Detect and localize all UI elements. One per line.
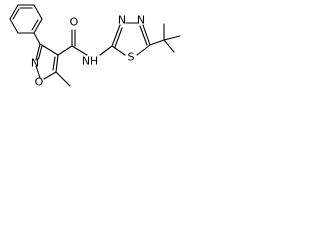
thiadiazole-nitrogen-label-1: N xyxy=(118,14,126,27)
isoxazole-nitrogen-label: N xyxy=(31,57,39,70)
phenyl-isoxazole-bond xyxy=(33,32,41,45)
amide-nitrogen-label: N xyxy=(82,55,90,68)
isoxazole-ring xyxy=(35,43,59,80)
amide-thiadiazole-bond xyxy=(99,45,113,56)
isoxazole-oxygen-label: O xyxy=(35,76,44,89)
phenyl-ring xyxy=(9,4,43,34)
thiadiazole-ring xyxy=(111,22,151,56)
carbonyl-oxygen-label: O xyxy=(70,16,79,29)
methyl-bond xyxy=(55,71,71,87)
molecule-diagram: O N H N O S N N xyxy=(9,4,181,89)
thiadiazole-nitrogen-label-2: N xyxy=(137,14,145,27)
amide-hydrogen-label: H xyxy=(90,55,98,68)
carbonyl-carbon-bond xyxy=(57,45,73,56)
thiadiazole-sulfur-label: S xyxy=(128,51,135,64)
tert-butyl-group xyxy=(149,23,181,53)
amide-bond xyxy=(71,45,88,56)
